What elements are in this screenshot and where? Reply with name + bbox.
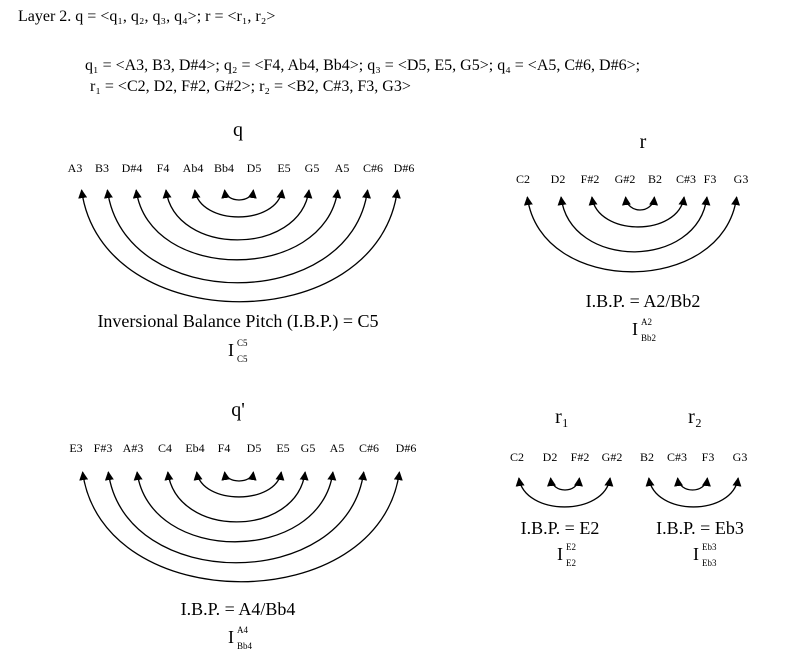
- inversion-operator: I: [228, 340, 234, 360]
- note-label: G3: [734, 172, 749, 186]
- note-label: D#6: [394, 161, 415, 175]
- ibp-label: Inversional Balance Pitch (I.B.P.) = C5: [97, 311, 378, 332]
- r-definition: r₁ = <C2, D2, F#2, G#2>; r₂ = <B2, C#3, …: [90, 78, 411, 95]
- inversion-arc-arrow: [221, 189, 257, 201]
- diagram-label: q: [233, 119, 243, 141]
- inversion-arc-arrow: [78, 189, 401, 303]
- note-label: C#3: [667, 450, 687, 464]
- inversion-operator: I: [632, 319, 638, 339]
- note-label: E3: [69, 441, 82, 455]
- inversion-arc-arrow: [164, 471, 309, 523]
- operator-subscript: Eb3: [702, 558, 717, 568]
- diagram-label: r₁: [555, 406, 569, 428]
- note-label: Eb4: [185, 441, 204, 455]
- ibp-label: I.B.P. = A4/Bb4: [181, 599, 296, 619]
- note-label: C2: [510, 450, 524, 464]
- note-label: F#2: [581, 172, 600, 186]
- note-label: A3: [68, 161, 83, 175]
- inversion-arc-arrow: [523, 196, 741, 273]
- ibp-label: I.B.P. = E2: [521, 518, 600, 538]
- note-label: B2: [648, 172, 662, 186]
- note-label: C#6: [363, 161, 383, 175]
- note-label: G5: [305, 161, 320, 175]
- inversion-operator: I: [228, 627, 234, 647]
- inversion-arc-arrow: [79, 471, 403, 583]
- operator-superscript: A2: [641, 317, 652, 327]
- operator-superscript: C5: [237, 338, 248, 348]
- note-label: G#2: [615, 172, 636, 186]
- inversion-operator: I: [557, 544, 563, 564]
- note-label: G#2: [602, 450, 623, 464]
- note-label: E5: [276, 441, 289, 455]
- ibp-label: I.B.P. = Eb3: [656, 518, 744, 538]
- q-definition: q₁ = <A3, B3, D#4>; q₂ = <F4, Ab4, Bb4>;…: [85, 57, 641, 74]
- note-label: D2: [551, 172, 566, 186]
- note-label: E5: [277, 161, 290, 175]
- inversion-arc-arrow: [132, 189, 342, 261]
- inversion-arc-arrow: [588, 196, 688, 228]
- operator-subscript: Bb4: [237, 641, 253, 651]
- note-label: F#2: [571, 450, 590, 464]
- note-label: C2: [516, 172, 530, 186]
- note-label: A5: [335, 161, 350, 175]
- inversion-operator: I: [693, 544, 699, 564]
- note-label: A5: [330, 441, 345, 455]
- diagram-label: r: [640, 131, 647, 153]
- note-label: F4: [218, 441, 231, 455]
- note-label: D#6: [396, 441, 417, 455]
- note-label: A#3: [123, 441, 144, 455]
- inversion-arc-arrow: [515, 477, 614, 508]
- diagram-q-prime: q' E3 F#3 A#3 C4 Eb4 F4 D5 E5 G5 A5 C#6 D#6I.B.P. = …: [69, 399, 416, 651]
- note-label: F#3: [94, 441, 113, 455]
- inversion-arc-arrow: [547, 477, 583, 491]
- note-label: D5: [247, 441, 262, 455]
- inversion-arc-arrow: [191, 189, 286, 218]
- operator-subscript: Bb2: [641, 333, 656, 343]
- operator-superscript: A4: [237, 625, 248, 635]
- inversion-arc-arrow: [104, 471, 368, 564]
- note-label: C4: [158, 441, 172, 455]
- note-label: D2: [543, 450, 558, 464]
- inversion-arc-arrow: [133, 471, 337, 543]
- inversion-arc-arrow: [162, 189, 313, 241]
- operator-superscript: Eb3: [702, 542, 717, 552]
- inversion-arc-arrow: [557, 196, 711, 253]
- note-label: C#3: [676, 172, 696, 186]
- operator-superscript: E2: [566, 542, 576, 552]
- note-label: G3: [733, 450, 748, 464]
- diagram-label: r₂: [688, 406, 702, 428]
- diagram-label: q': [231, 399, 245, 421]
- note-label: B2: [640, 450, 654, 464]
- layer-heading: Layer 2. q = <q₁, q₂, q₃, q₄>; r = <r₁, …: [18, 8, 276, 25]
- inversion-arc-arrow: [104, 189, 371, 284]
- inversion-arc-arrow: [193, 471, 285, 498]
- inversion-arc-arrow: [645, 477, 742, 508]
- diagram-q: qA3 B3 D#4 F4 Ab4 Bb4 D5 E5 G5 A5 C#6 D#6Inversiona…: [68, 119, 415, 364]
- inversion-arc-arrow: [621, 196, 659, 211]
- note-label: Ab4: [183, 161, 204, 175]
- note-label: C#6: [359, 441, 379, 455]
- note-label: G5: [301, 441, 316, 455]
- note-label: B3: [95, 161, 109, 175]
- operator-subscript: E2: [566, 558, 576, 568]
- note-label: F3: [704, 172, 717, 186]
- ibp-label: I.B.P. = A2/Bb2: [586, 291, 701, 311]
- note-label: D5: [247, 161, 262, 175]
- operator-subscript: C5: [237, 354, 248, 364]
- note-label: F3: [702, 450, 715, 464]
- note-label: F4: [157, 161, 170, 175]
- note-label: D#4: [122, 161, 143, 175]
- inversion-arc-arrow: [674, 477, 711, 491]
- inversion-arc-arrow: [221, 471, 257, 482]
- note-label: Bb4: [214, 161, 234, 175]
